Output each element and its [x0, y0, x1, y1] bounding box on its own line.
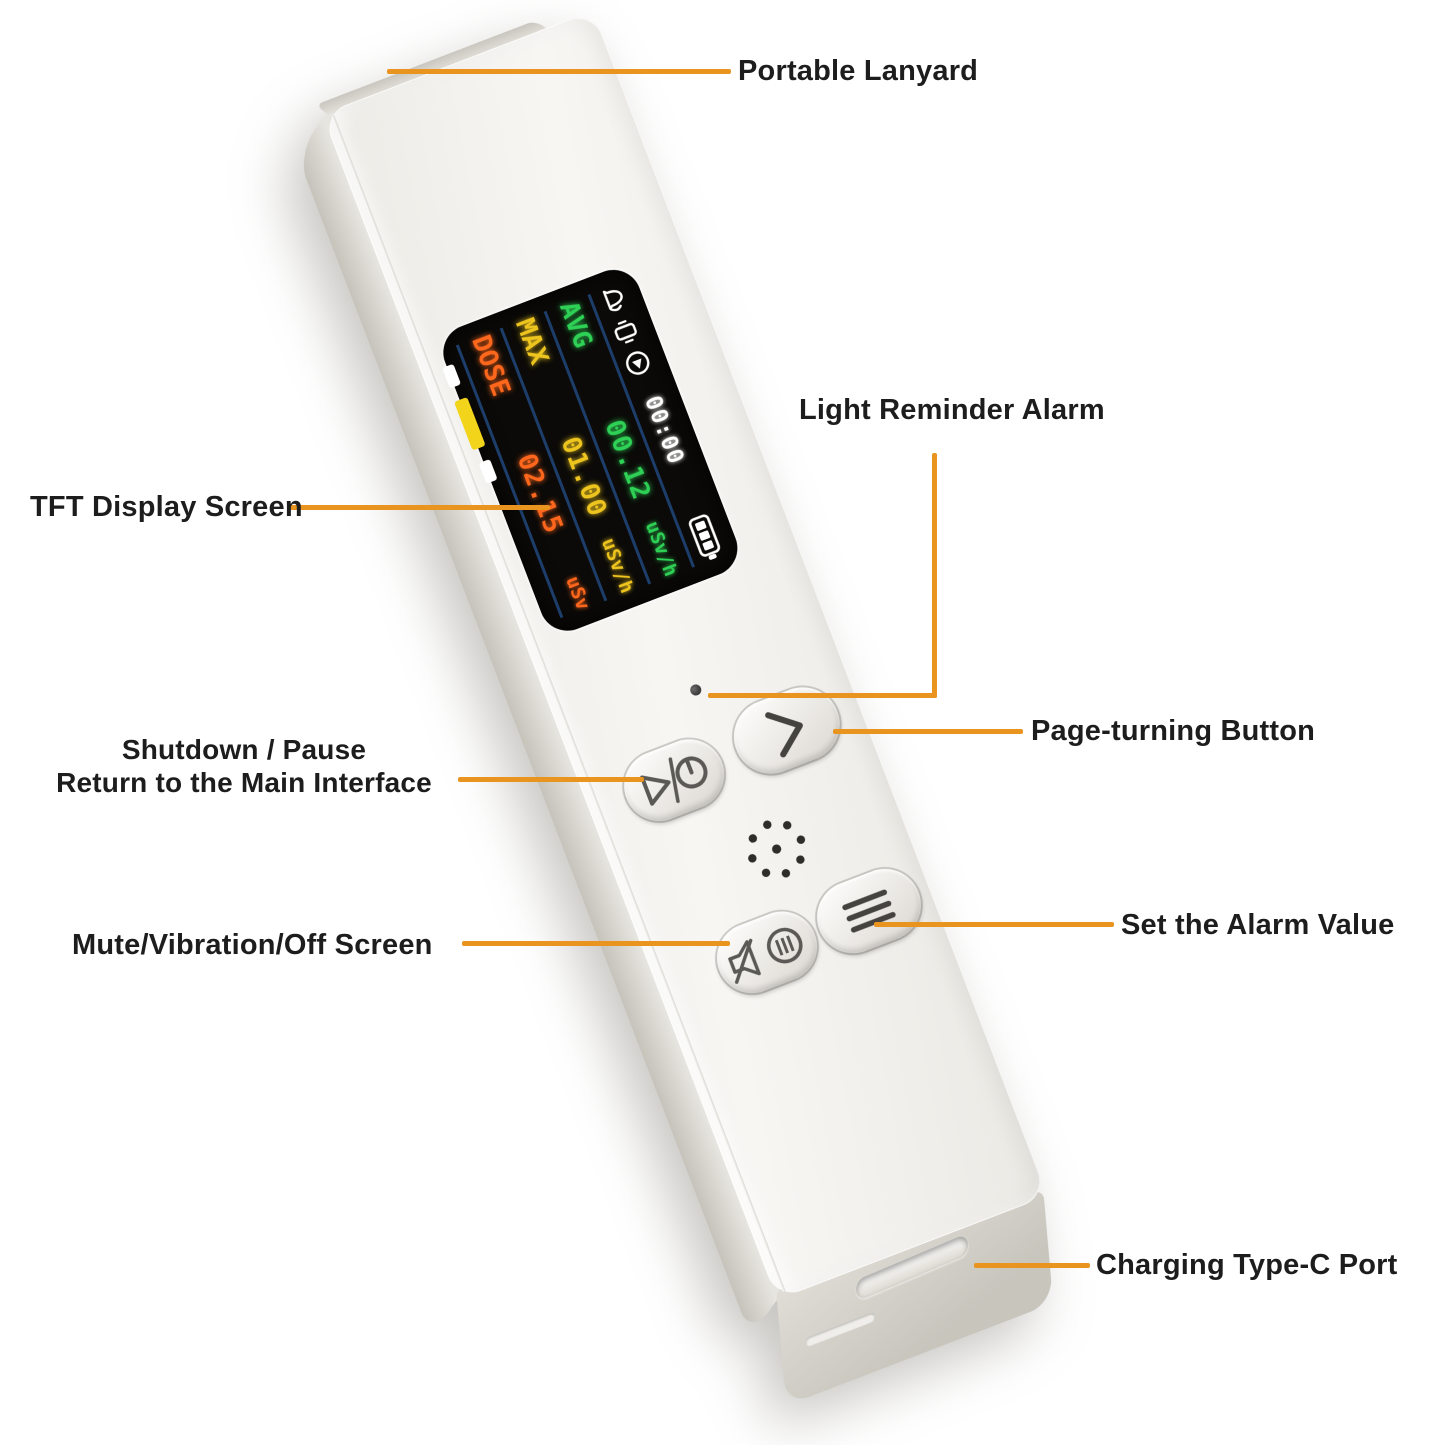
- label-shutdown-line1: Shutdown / Pause: [121, 734, 367, 765]
- type-c-port-highlight: [805, 1311, 876, 1348]
- label-mute: Mute/Vibration/Off Screen: [72, 929, 433, 961]
- callout-line-lanyard: [387, 69, 731, 74]
- label-tft-display: TFT Display Screen: [30, 491, 303, 523]
- screen-content: 00:00 AVG 00: [435, 262, 745, 639]
- menu-button: [806, 858, 932, 964]
- callout-line-alarm: [874, 922, 1114, 927]
- tft-screen: 00:00 AVG 00: [435, 261, 746, 639]
- callout-line-tft: [288, 505, 550, 510]
- label-charging: Charging Type-C Port: [1096, 1249, 1398, 1281]
- label-portable-lanyard: Portable Lanyard: [738, 55, 979, 87]
- callout-line-page: [833, 729, 1023, 734]
- power-pause-icon: [640, 756, 708, 806]
- page-turning-button: [723, 676, 851, 785]
- power-pause-button: [613, 729, 735, 832]
- menu-icon: [842, 889, 896, 933]
- device-front-face: 00:00 AVG 00: [322, 10, 1048, 1300]
- row-label: AVG: [552, 297, 598, 353]
- label-light-reminder: Light Reminder Alarm: [799, 394, 1105, 426]
- callout-line-shutdown: [458, 777, 644, 782]
- device-body: 00:00 AVG 00: [296, 10, 1054, 1406]
- screen-status-bar: 00:00: [587, 279, 733, 568]
- label-shutdown: Shutdown / Pause Return to the Main Inte…: [32, 733, 456, 799]
- label-set-alarm: Set the Alarm Value: [1121, 909, 1395, 941]
- mute-vibration-button: [706, 901, 828, 1004]
- row-label: MAX: [509, 314, 554, 369]
- play-icon: [626, 351, 650, 375]
- callout-line-led: [708, 693, 937, 698]
- speaker-grille: [730, 803, 825, 901]
- level-dash: [442, 363, 462, 389]
- label-page-turning: Page-turning Button: [1031, 715, 1316, 747]
- battery-full-icon: [685, 512, 726, 564]
- callout-line-mute: [462, 941, 730, 946]
- callout-line-led-vertical: [932, 453, 937, 698]
- mute-vibrate-icon: [728, 927, 803, 984]
- next-page-icon: [765, 712, 803, 758]
- vibration-icon: [615, 319, 638, 344]
- alarm-led: [688, 682, 703, 698]
- level-dash: [478, 458, 498, 484]
- callout-line-charging: [974, 1263, 1090, 1268]
- alarm-sound-icon: [603, 289, 624, 312]
- label-shutdown-line2: Return to the Main Interface: [56, 767, 432, 798]
